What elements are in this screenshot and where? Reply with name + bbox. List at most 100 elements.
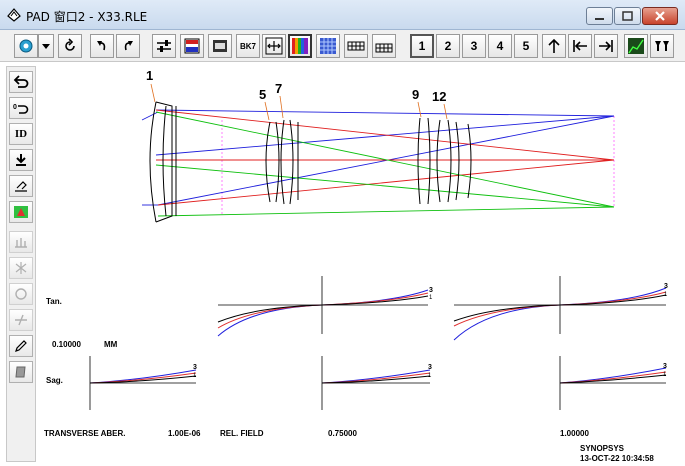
curve-label-1: 1: [193, 373, 197, 379]
tan-fan-field-1: 3 1: [217, 276, 433, 337]
tool2-button[interactable]: [9, 257, 33, 279]
last-icon: [599, 40, 613, 52]
curve-label-3: 3: [193, 364, 197, 371]
ray-bundle-green: [155, 111, 615, 217]
redo-button[interactable]: [116, 34, 140, 58]
close-button[interactable]: [642, 7, 678, 25]
dropdown-arrow-icon: [42, 44, 50, 49]
eraser-button[interactable]: [9, 175, 33, 197]
surface-label-leaders: [150, 83, 448, 121]
keypad-button[interactable]: [372, 34, 396, 58]
filter-button[interactable]: [650, 34, 674, 58]
curve-label-3: 3: [428, 364, 432, 371]
ray-bundle-blue: [141, 109, 615, 206]
refresh-icon: [65, 38, 75, 51]
return-zero-icon: 0: [13, 104, 29, 114]
rel-field-label: REL. FIELD: [220, 429, 264, 438]
sag-fan-field-1: 3 1: [321, 356, 432, 410]
split-icon: [15, 314, 27, 326]
triangle-icon: [14, 206, 28, 218]
curve-label-3: 3: [663, 363, 667, 370]
film-button[interactable]: [208, 34, 232, 58]
pattern-button[interactable]: [316, 34, 340, 58]
return-button[interactable]: [9, 71, 33, 93]
fit-button[interactable]: [262, 34, 286, 58]
brand-label: SYNOPSYS: [580, 444, 625, 453]
id-button[interactable]: ID: [9, 123, 33, 145]
surface-button-4[interactable]: 4: [488, 34, 512, 58]
circle-button[interactable]: [9, 283, 33, 305]
tool1-button[interactable]: [9, 231, 33, 253]
surface-label-1: 1: [146, 68, 153, 83]
surface-label-9: 9: [412, 87, 419, 102]
maximize-button[interactable]: [614, 7, 641, 25]
surface-button-3[interactable]: 3: [462, 34, 486, 58]
keypad-icon: [375, 43, 393, 53]
last-button[interactable]: [594, 34, 618, 58]
rel-field-value-2: 1.00000: [560, 429, 589, 438]
color-strip-icon: [184, 38, 200, 54]
rainbow-button[interactable]: [288, 34, 312, 58]
toolbar: BK7 1 2 3 4 5: [0, 30, 685, 62]
surface-button-1[interactable]: 1: [410, 34, 434, 58]
sag-label: Sag.: [46, 376, 63, 385]
refresh-button[interactable]: [58, 34, 82, 58]
return-zero-button[interactable]: 0: [9, 97, 33, 119]
curve-label-1: 1: [663, 372, 667, 378]
redo-icon: [124, 41, 133, 51]
fit-icon: [265, 37, 283, 55]
color-strip-button[interactable]: [180, 34, 204, 58]
first-icon: [573, 40, 587, 52]
filter-icon: [655, 41, 669, 51]
scale-value: 0.10000: [52, 340, 81, 349]
film-icon: [213, 40, 227, 52]
scale-unit: MM: [104, 340, 118, 349]
page-button[interactable]: [9, 361, 33, 383]
up-button[interactable]: [542, 34, 566, 58]
lens-surface-1: [149, 101, 157, 223]
surface-label-7: 7: [275, 81, 282, 96]
sag-fan-field-2: 3 1: [559, 356, 667, 410]
chart-icon: [628, 38, 644, 54]
id-icon: ID: [14, 128, 28, 140]
minimize-icon: [595, 18, 604, 20]
triangle-button[interactable]: [9, 201, 33, 223]
return-icon: [13, 75, 29, 88]
bk7-glass-icon: BK7: [239, 41, 256, 51]
lens-surface-5: [265, 121, 271, 203]
split-button[interactable]: [9, 309, 33, 331]
lens-element-1: [155, 101, 173, 223]
bk7-glass-button[interactable]: BK7: [236, 34, 260, 58]
lens-surface-9: [417, 117, 421, 205]
surface-label-5: 5: [259, 87, 266, 102]
tan-label: Tan.: [46, 297, 62, 306]
curve-label-3: 3: [429, 287, 433, 294]
lens-elements: [149, 101, 472, 223]
ray-bundle-red: [155, 109, 615, 206]
gear-icon: [19, 39, 33, 53]
adjust-button[interactable]: [152, 34, 176, 58]
grid-button[interactable]: [344, 34, 368, 58]
first-button[interactable]: [568, 34, 592, 58]
rel-field-value-1: 0.75000: [328, 429, 357, 438]
adjust-icon: [157, 40, 171, 52]
surface-button-2[interactable]: 2: [436, 34, 460, 58]
circle-icon: [15, 288, 27, 300]
undo-button[interactable]: [90, 34, 114, 58]
up-arrow-icon: [548, 38, 560, 53]
minimize-button[interactable]: [586, 7, 613, 25]
timestamp: 13-OCT-22 10:34:58: [580, 454, 654, 463]
pen-button[interactable]: [9, 335, 33, 357]
curve-label-1: 1: [664, 292, 668, 298]
pad-app-icon: [7, 8, 21, 22]
surface-button-5[interactable]: 5: [514, 34, 538, 58]
surface-label-12: 12: [432, 89, 446, 104]
download-button[interactable]: [9, 149, 33, 171]
chart-button[interactable]: [624, 34, 648, 58]
title-bar[interactable]: PAD 窗口2 - X33.RLE: [0, 0, 685, 30]
lens-surface-12: [447, 119, 452, 203]
page-icon: [15, 366, 26, 378]
settings-button[interactable]: [14, 34, 38, 58]
settings-dropdown[interactable]: [38, 34, 54, 58]
